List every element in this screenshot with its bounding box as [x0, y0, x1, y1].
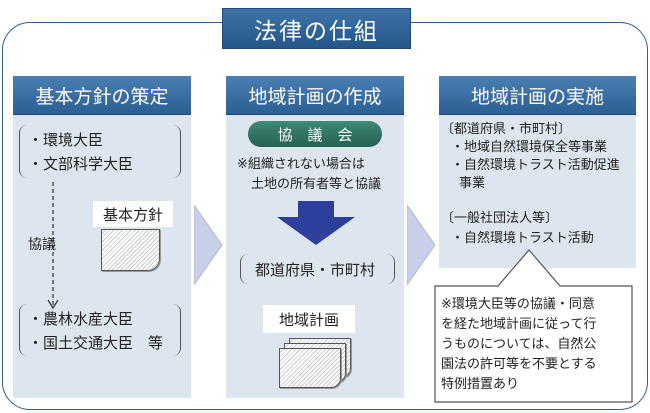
- regional-plan-doc-icon-front: [279, 348, 341, 388]
- note-line-2: 土地の所有者等と協議: [251, 177, 382, 192]
- callout-line-4: 園法の許可等を不要とする: [441, 357, 597, 372]
- consult-dashed-arrow: [47, 182, 59, 310]
- column-regional-plan-creation-header: 地域計画の作成: [226, 76, 404, 115]
- minister-education: ・文部科学大臣: [28, 155, 134, 173]
- actor-bracket: [240, 254, 395, 284]
- group1-heading: 〔都道府県・市町村〕: [441, 122, 572, 137]
- group1-item-3: 事業: [459, 176, 486, 191]
- flow-arrow-2: [407, 205, 436, 285]
- regional-plan-doc-label: 地域計画: [263, 305, 355, 333]
- group1-item-2: ・自然環境トラスト活動促進: [451, 158, 620, 173]
- minister-agriculture: ・農林水産大臣: [28, 310, 134, 328]
- flow-arrow-1: [194, 205, 223, 285]
- callout-line-5: 特例措置あり: [441, 377, 520, 392]
- council-badge: 協 議 会: [248, 121, 382, 147]
- minister-land: ・国土交通大臣 等: [28, 334, 164, 352]
- basic-policy-doc-label: 基本方針: [93, 201, 173, 227]
- minister-environment: ・環境大臣: [28, 131, 104, 149]
- note-line-1: ※組織されない場合は: [237, 157, 365, 172]
- consult-label: 協議: [28, 237, 56, 253]
- group2-heading: 〔一般社団法人等〕: [441, 211, 559, 226]
- group1-item-1: ・地域自然環境保全等事業: [451, 140, 608, 155]
- group2-item-1: ・自然環境トラスト活動: [451, 231, 594, 246]
- page-title: 法律の仕組: [222, 8, 411, 49]
- callout-box: [434, 249, 633, 403]
- actor-prefectures-municipalities: 都道府県・市町村: [255, 261, 376, 279]
- ministers-top-bracket: [19, 125, 181, 178]
- callout-line-2: を経た地域計画に従って行: [441, 317, 597, 332]
- down-arrow-icon: [277, 201, 355, 245]
- column-regional-plan-implementation-header: 地域計画の実施: [439, 76, 636, 115]
- column-basic-policy-header: 基本方針の策定: [13, 76, 191, 115]
- ministers-bottom-bracket: [19, 304, 181, 356]
- basic-policy-doc-icon: [101, 229, 160, 271]
- callout-line-3: うものについては、自然公: [441, 337, 597, 352]
- callout-line-1: ※環境大臣等の協議・同意: [441, 297, 595, 312]
